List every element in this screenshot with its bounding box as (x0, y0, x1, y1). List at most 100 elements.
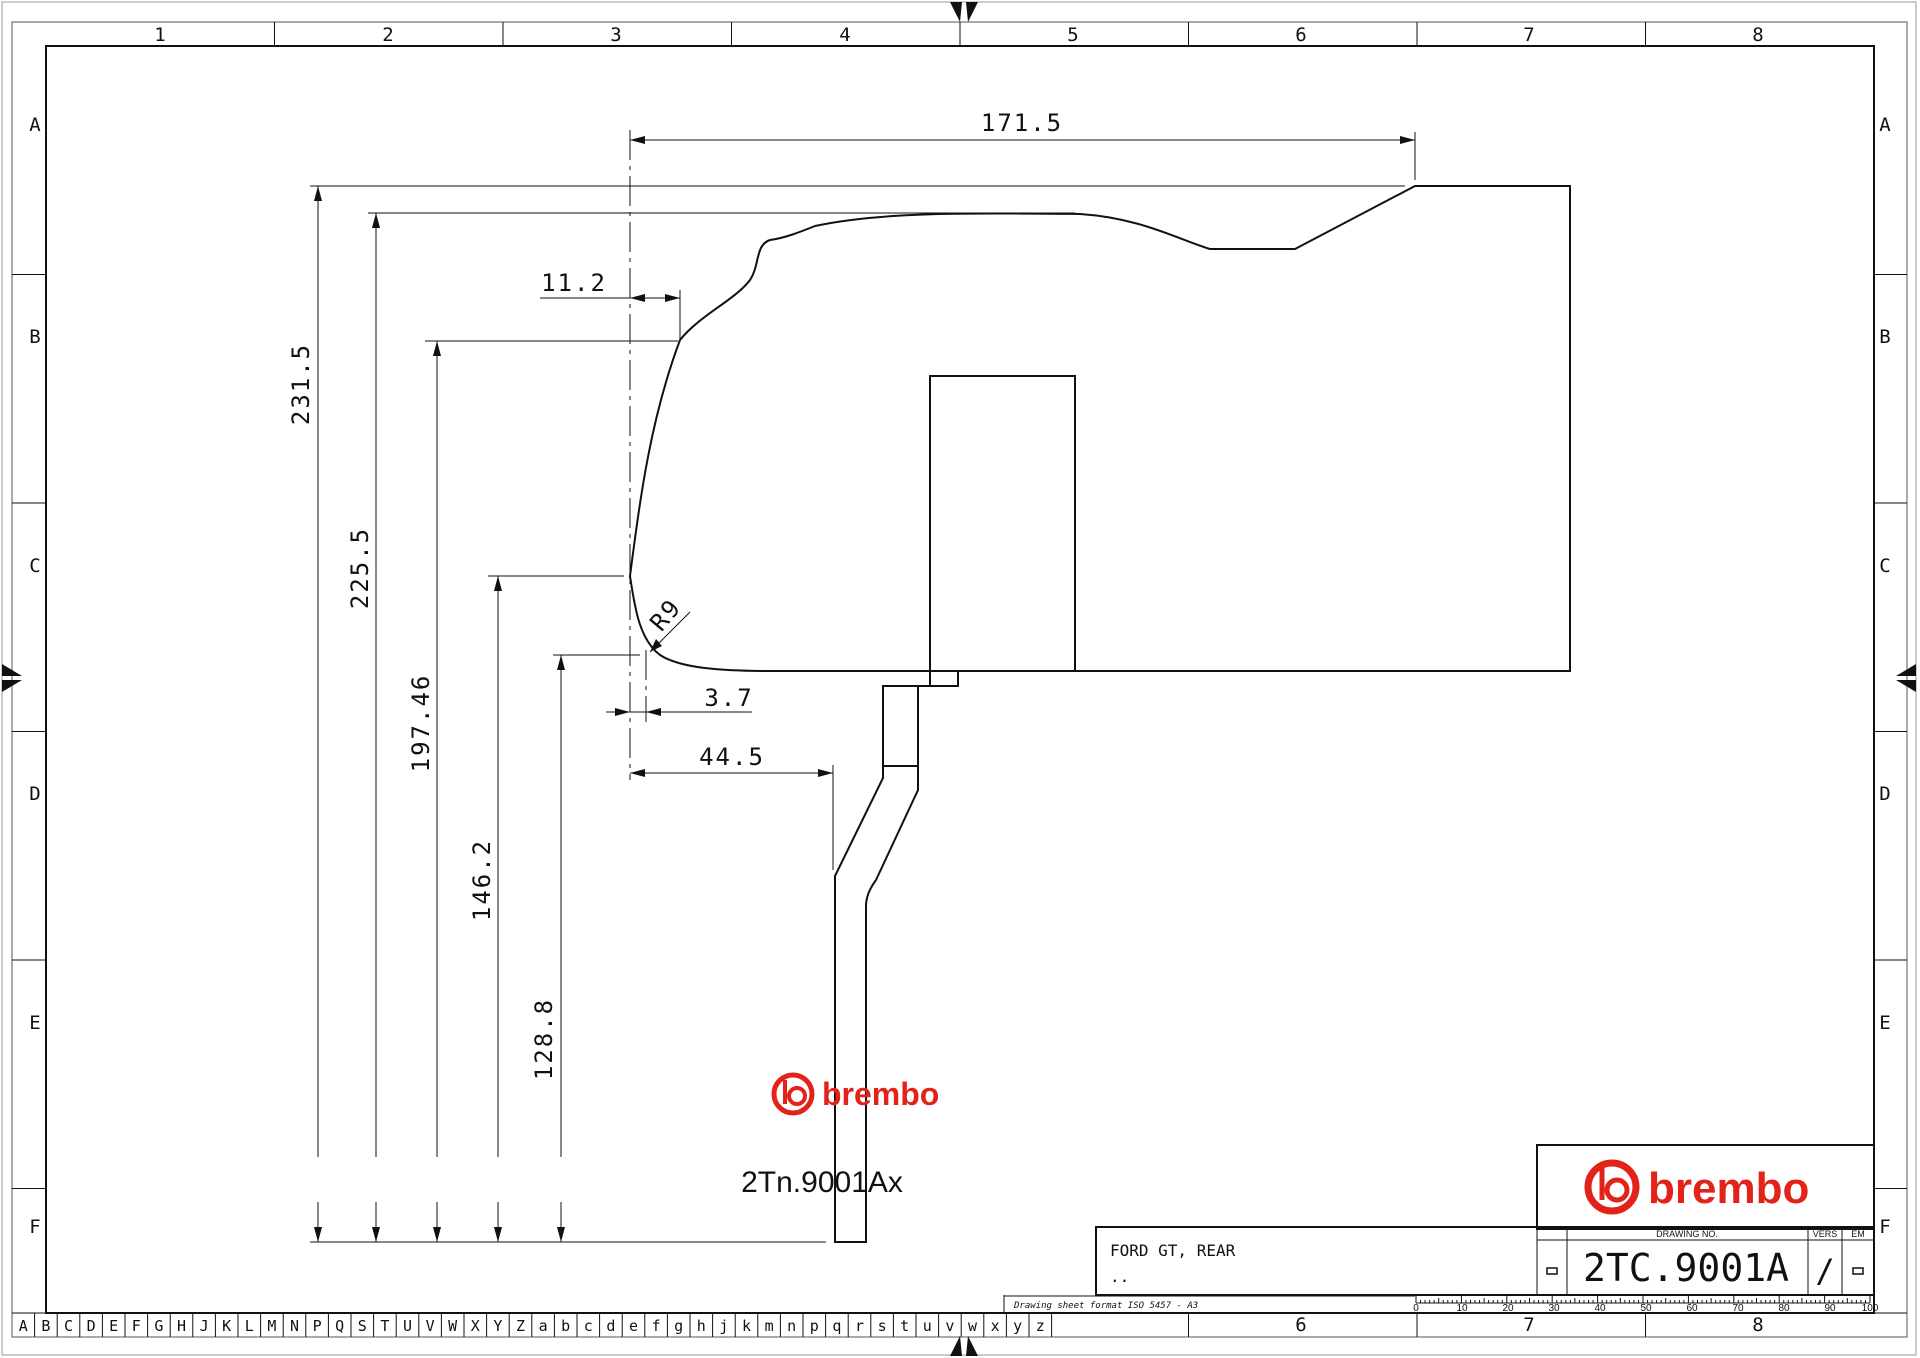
scale-number: 10 (1456, 1303, 1468, 1314)
scale-number: 70 (1732, 1303, 1744, 1314)
center-mark-left (2, 664, 22, 676)
reference-letter: E (109, 1317, 118, 1335)
column-label: 5 (1067, 24, 1078, 46)
brand-text: brembo (1648, 1164, 1809, 1213)
scale-number: 50 (1640, 1303, 1652, 1314)
scale-number: 20 (1502, 1303, 1514, 1314)
reference-letter: H (177, 1317, 186, 1335)
row-label: B (1879, 326, 1890, 348)
description-line-1: FORD GT, REAR (1110, 1241, 1236, 1260)
row-label: B (29, 326, 40, 348)
reference-letter: y (1013, 1317, 1022, 1335)
row-label: F (29, 1216, 40, 1238)
column-label: 2 (382, 24, 393, 46)
reference-letter: X (471, 1317, 480, 1335)
column-label: 7 (1523, 24, 1534, 46)
reference-letter: T (380, 1317, 389, 1335)
reference-letter: P (313, 1317, 322, 1335)
bottom-column-labels: 6 7 8 (1295, 1314, 1763, 1336)
info-box (1095, 1226, 1875, 1296)
zone-frame (11, 21, 1908, 1338)
column-label: 1 (154, 24, 165, 46)
row-label: D (1879, 783, 1890, 805)
reference-letter: a (539, 1317, 548, 1335)
pad-lower-edge (629, 575, 931, 766)
center-mark-right (1896, 680, 1916, 692)
dimension-height-5: 128.8 (530, 998, 558, 1080)
reference-letter: K (222, 1317, 231, 1335)
reference-letter: G (154, 1317, 163, 1335)
reference-letter: J (200, 1317, 209, 1335)
reference-letter: g (674, 1317, 683, 1335)
column-label: 6 (1295, 24, 1306, 46)
reference-letter: n (787, 1317, 796, 1335)
reference-letter: t (900, 1317, 909, 1335)
part-label: 2Tn.9001Ax (741, 1166, 903, 1199)
brembo-emblem-icon (771, 1072, 815, 1116)
dimension-height-2: 225.5 (346, 527, 374, 609)
center-mark-bottom (966, 1336, 978, 1356)
top-column-labels: 1 2 3 4 5 6 7 8 (154, 24, 1763, 46)
dimension-width-overall: 171.5 (981, 109, 1063, 137)
reference-letter: Z (516, 1317, 525, 1335)
reference-letter: U (403, 1317, 412, 1335)
reference-letter: B (41, 1317, 50, 1335)
reference-letter: D (87, 1317, 96, 1335)
column-label: 8 (1752, 24, 1763, 46)
reference-letter: C (64, 1317, 73, 1335)
reference-letter: v (945, 1317, 954, 1335)
reference-letter: e (629, 1317, 638, 1335)
center-mark-right (1896, 664, 1916, 676)
dimension-height-4: 146.2 (468, 839, 496, 921)
dimension-height-3: 197.46 (407, 674, 435, 773)
reference-letter: d (606, 1317, 615, 1335)
dimension-wire-offset: 44.5 (699, 743, 765, 771)
pad-backing-plate (629, 185, 1571, 672)
drawing-number: 2TC.9001A (1583, 1246, 1789, 1290)
dimension-gap: 3.7 (704, 684, 753, 712)
reference-letter: p (810, 1317, 819, 1335)
reference-letter: b (561, 1317, 570, 1335)
description-line-2: .. (1110, 1267, 1129, 1286)
reference-letter: q (832, 1317, 841, 1335)
scale-number: 0 (1413, 1303, 1419, 1314)
version-value: / (1815, 1252, 1834, 1290)
reference-letter: M (267, 1317, 276, 1335)
reference-letter: W (448, 1317, 458, 1335)
pad-outline (629, 185, 1571, 1243)
scale-numbers: 0 10 20 30 40 50 60 70 80 90 100 (1413, 1303, 1879, 1314)
column-label: 4 (839, 24, 850, 46)
scale-number: 100 (1862, 1303, 1879, 1314)
brembo-emblem-icon (1584, 1159, 1640, 1215)
row-label: C (29, 555, 40, 577)
row-label: C (1879, 555, 1890, 577)
scale-number: 60 (1686, 1303, 1698, 1314)
dimension-offset-top: 11.2 (541, 269, 607, 297)
column-dividers (274, 22, 1646, 1337)
reference-letter: s (878, 1317, 887, 1335)
row-label: A (29, 114, 41, 136)
row-label: F (1879, 1216, 1890, 1238)
reference-letter: z (1036, 1317, 1045, 1335)
reference-letter: k (742, 1317, 751, 1335)
reference-letter: F (132, 1317, 141, 1335)
wear-sensor-wire (834, 686, 919, 1243)
row-dividers (12, 274, 1907, 1189)
reference-letter: Y (493, 1317, 502, 1335)
column-label: 6 (1295, 1314, 1306, 1336)
reference-letter: r (855, 1317, 864, 1335)
row-label: D (29, 783, 40, 805)
brembo-logo-small: brembo (771, 1072, 939, 1116)
left-row-labels: A B C D E F (29, 114, 41, 1238)
reference-letter: j (719, 1317, 728, 1335)
reference-letter: m (765, 1317, 774, 1335)
logo-box (1536, 1144, 1875, 1230)
drawing-frame (45, 45, 1875, 1314)
reference-letter: w (968, 1317, 978, 1335)
title-block: brembo DRAWING NO. VERS EM FORD GT, REAR… (1003, 1144, 1879, 1314)
reference-letter: S (358, 1317, 367, 1335)
scale-ruler (1415, 1295, 1871, 1304)
left-marker-icon (1546, 1267, 1558, 1275)
